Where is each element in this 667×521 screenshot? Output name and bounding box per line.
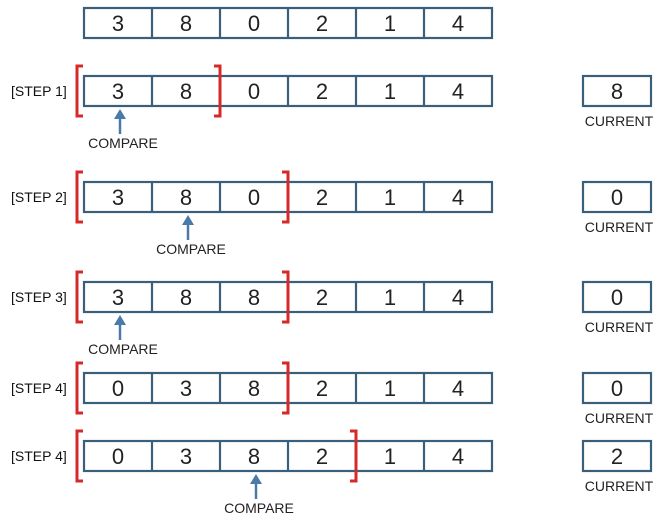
array-cell-value: 2	[316, 185, 328, 210]
array-cell-value: 1	[384, 376, 396, 401]
array-cell-value: 2	[316, 444, 328, 469]
current-box	[581, 74, 653, 108]
array-cell-value: 0	[248, 185, 260, 210]
array-cell-value: 4	[452, 285, 464, 310]
array-cell-value: 4	[452, 79, 464, 104]
compare-arrow-head	[250, 474, 262, 484]
array-cell-value: 2	[316, 285, 328, 310]
current-value: 2	[611, 444, 623, 469]
current-value: 0	[611, 185, 623, 210]
compare-label: COMPARE	[88, 341, 158, 357]
array-cell-value: 8	[248, 376, 260, 401]
left-bracket	[75, 170, 83, 224]
step-label: [STEP 4]	[11, 448, 67, 464]
array-cell-value: 8	[180, 11, 192, 36]
current-box	[581, 280, 653, 314]
current-box	[581, 180, 653, 214]
current-label: CURRENT	[585, 478, 654, 494]
array-cell-value: 4	[452, 376, 464, 401]
array-cell-value: 2	[316, 376, 328, 401]
step-label: [STEP 4]	[11, 380, 67, 396]
array-cell-value: 1	[384, 444, 396, 469]
array-cell-value: 3	[180, 376, 192, 401]
array-cell-value: 3	[112, 185, 124, 210]
array-cell-value: 3	[112, 11, 124, 36]
compare-label: COMPARE	[156, 241, 226, 257]
initial-array: 3 8 0 2 1 4	[82, 6, 494, 40]
array-cell-value: 0	[248, 11, 260, 36]
array-cell-value: 0	[112, 444, 124, 469]
compare-label: COMPARE	[88, 135, 158, 151]
compare-arrow-head	[182, 215, 194, 225]
right-bracket	[214, 64, 222, 118]
left-bracket	[75, 270, 83, 324]
step-label: [STEP 2]	[11, 189, 67, 205]
current-value: 0	[611, 285, 623, 310]
array-cell-value: 3	[180, 444, 192, 469]
current-label: CURRENT	[585, 113, 654, 129]
array-cell-value: 1	[384, 79, 396, 104]
current-label: CURRENT	[585, 410, 654, 426]
right-bracket	[282, 270, 290, 324]
current-box	[581, 439, 653, 473]
array-cell-value: 0	[112, 376, 124, 401]
left-bracket	[75, 429, 83, 483]
array-cell-value: 4	[452, 11, 464, 36]
right-bracket	[350, 429, 358, 483]
step-label: [STEP 1]	[11, 83, 67, 99]
current-value: 8	[611, 79, 623, 104]
array-cell-value: 4	[452, 444, 464, 469]
array-cell-value: 8	[180, 79, 192, 104]
current-value: 0	[611, 376, 623, 401]
array-cell-value: 8	[180, 285, 192, 310]
compare-label: COMPARE	[224, 500, 294, 516]
current-label: CURRENT	[585, 219, 654, 235]
array-cell-value: 1	[384, 285, 396, 310]
array-cell-value: 8	[180, 185, 192, 210]
array-cell-value: 8	[248, 444, 260, 469]
array-cell-value: 2	[316, 11, 328, 36]
array-cell-value: 1	[384, 11, 396, 36]
right-bracket	[282, 361, 290, 415]
array-cell-value: 4	[452, 185, 464, 210]
right-bracket	[282, 170, 290, 224]
array-cell-value: 3	[112, 285, 124, 310]
current-label: CURRENT	[585, 319, 654, 335]
compare-arrow-head	[114, 315, 126, 325]
array-cell-value: 2	[316, 79, 328, 104]
step-label: [STEP 3]	[11, 289, 67, 305]
compare-arrow-head	[114, 109, 126, 119]
array-cell-value: 3	[112, 79, 124, 104]
array-cell-value: 1	[384, 185, 396, 210]
array-cell-value: 0	[248, 79, 260, 104]
current-box	[581, 371, 653, 405]
array-cell-value: 8	[248, 285, 260, 310]
left-bracket	[75, 64, 83, 118]
left-bracket	[75, 361, 83, 415]
